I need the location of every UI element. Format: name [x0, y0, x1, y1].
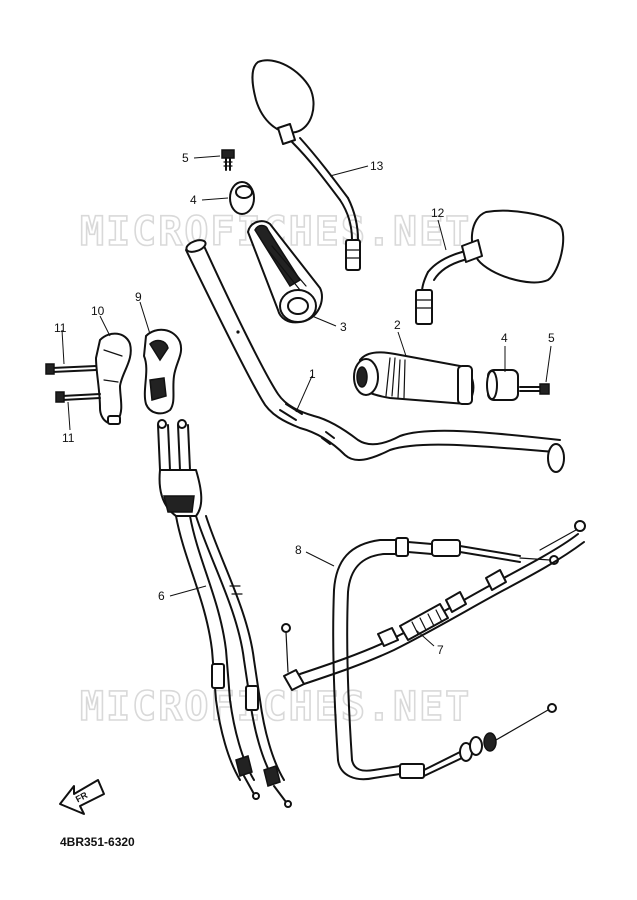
callout-mirror-right: 12 [431, 206, 445, 220]
callout-throttle-housing-lower: 10 [91, 304, 105, 318]
screw-upper [45, 363, 97, 375]
throttle-housing-upper [143, 328, 183, 415]
callout-handlebar: 1 [309, 367, 316, 381]
grip-left [247, 220, 323, 324]
callout-screw-left: 5 [182, 151, 189, 165]
callout-throttle-housing-upper: 9 [135, 290, 142, 304]
throttle-cable [157, 419, 292, 808]
choke-cable [332, 537, 559, 781]
diagram-code: 4BR351-6320 [60, 835, 135, 849]
callout-screw-lower: 11 [62, 431, 75, 445]
clutch-cable [281, 520, 586, 691]
screw-lower [55, 391, 101, 403]
callout-grip-left: 3 [340, 320, 347, 334]
handlebar [185, 239, 565, 473]
callout-screw-upper: 11 [54, 321, 67, 335]
mirror-right [415, 209, 565, 325]
bar-end-weight-left [229, 181, 255, 215]
mirror-left [251, 59, 361, 271]
callout-weight-right: 4 [501, 331, 508, 345]
front-arrow-icon: FR [59, 779, 105, 815]
callout-mirror-left: 13 [370, 159, 384, 173]
callout-choke-cable: 8 [295, 543, 302, 557]
bar-end-screw-left [221, 149, 235, 171]
throttle-housing-lower [95, 332, 132, 425]
bar-end-weight-right [486, 369, 519, 401]
bar-end-screw-right [519, 383, 550, 395]
callout-clutch-cable: 7 [437, 643, 444, 657]
callout-weight-left: 4 [190, 193, 197, 207]
callout-throttle-cable: 6 [158, 589, 165, 603]
callout-screw-right: 5 [548, 331, 555, 345]
callout-grip-right: 2 [394, 318, 401, 332]
grip-right [353, 351, 475, 405]
watermark-lower: MICROFICHES.NET [80, 684, 471, 730]
